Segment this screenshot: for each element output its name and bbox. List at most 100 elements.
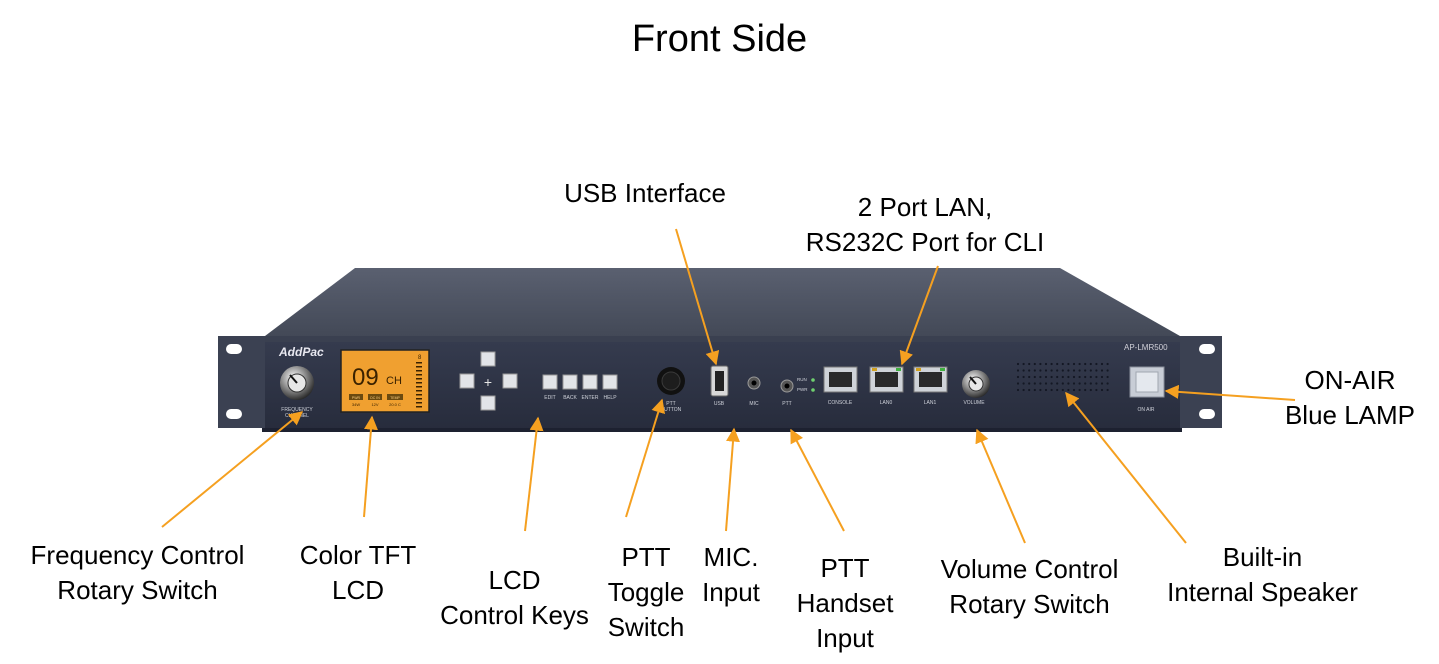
grille-hole	[1016, 382, 1020, 385]
ptt-toggle-button[interactable]	[657, 367, 685, 395]
grille-hole	[1022, 362, 1025, 366]
grille-hole	[1028, 362, 1031, 366]
grille-hole	[1056, 375, 1059, 379]
grille-hole	[1028, 375, 1031, 379]
arrow-mic	[725, 427, 740, 532]
grille-hole	[1100, 362, 1104, 366]
callout-keys-line2: Control Keys	[440, 600, 589, 630]
grille-hole	[1061, 388, 1064, 392]
callout-ptt-handset-line2: Handset	[796, 588, 894, 618]
grille-hole	[1100, 388, 1104, 392]
lcd-control-keys[interactable]	[542, 374, 618, 390]
grille-hole	[1033, 382, 1036, 385]
svg-text:+: +	[484, 374, 492, 390]
callout-volume-line1: Volume Control	[940, 554, 1119, 584]
key-back-label: BACK	[563, 395, 577, 401]
console-port[interactable]	[823, 366, 858, 393]
grille-hole	[1106, 382, 1109, 385]
callout-mic-line1: MIC.	[703, 542, 759, 572]
lcd-tag-pwr: PWR	[352, 396, 361, 400]
callout-speaker-line1: Built-in	[1222, 542, 1303, 572]
arrow-tft	[363, 415, 378, 518]
grille-hole	[1106, 388, 1109, 392]
grille-hole	[1044, 388, 1048, 392]
callout-lan-line1: 2 Port LAN,	[857, 192, 993, 222]
callout-ptt-toggle-line3: Switch	[607, 612, 685, 642]
grille-hole	[1016, 375, 1020, 379]
grille-hole	[1028, 382, 1031, 385]
arrow-frequency	[161, 411, 304, 528]
grille-hole	[1050, 369, 1053, 372]
grille-hole	[1089, 375, 1092, 379]
grille-hole	[1050, 375, 1053, 379]
grille-hole	[1050, 382, 1053, 385]
callout-usb: USB Interface	[545, 176, 745, 211]
frequency-knob-label: FREQUENCY	[281, 407, 313, 413]
ptt-handset-jack[interactable]	[780, 379, 794, 393]
grille-hole	[1072, 388, 1076, 392]
arrow-lan	[899, 265, 939, 366]
callout-ptt-toggle-line1: PTT	[621, 542, 671, 572]
rack-ear-left	[218, 336, 265, 428]
grille-hole	[1106, 375, 1109, 379]
lcd-direction-pad[interactable]: +	[459, 351, 518, 411]
lcd-top-digit: 8	[418, 355, 422, 361]
grille-hole	[1061, 369, 1064, 372]
grille-hole	[1044, 375, 1048, 379]
grille-hole	[1067, 382, 1070, 385]
grille-hole	[1100, 375, 1104, 379]
speaker-grille	[1016, 362, 1109, 392]
callout-ptt-handset: PTT Handset Input	[790, 551, 900, 656]
lan1-port[interactable]	[913, 366, 948, 393]
grille-hole	[1044, 362, 1048, 366]
grille-hole	[1039, 388, 1042, 392]
volume-knob[interactable]	[962, 370, 990, 398]
console-label: CONSOLE	[828, 400, 853, 406]
callout-lan: 2 Port LAN, RS232C Port for CLI	[780, 190, 1070, 260]
callout-keys: LCD Control Keys	[427, 563, 602, 633]
grille-hole	[1039, 362, 1042, 366]
led-run-indicator	[811, 378, 815, 382]
callout-mic-line2: Input	[702, 577, 760, 607]
frequency-knob[interactable]	[280, 366, 314, 400]
lcd-tag-dcin: DC IN	[370, 396, 380, 400]
lcd-value-pwr: 34W	[352, 402, 360, 407]
ptt-button-label-1: PTT	[666, 401, 675, 407]
arrow-keys	[524, 416, 544, 532]
grille-hole	[1078, 382, 1081, 385]
key-help-label: HELP	[603, 395, 617, 401]
callout-arrows	[161, 228, 1296, 544]
callout-usb-line1: USB Interface	[564, 178, 726, 208]
grille-hole	[1061, 382, 1064, 385]
callout-keys-line1: LCD	[488, 565, 541, 595]
grille-hole	[1084, 375, 1087, 379]
callout-tft-line1: Color TFT	[299, 540, 417, 570]
grille-hole	[1039, 382, 1042, 385]
callout-speaker-line2: Internal Speaker	[1167, 577, 1358, 607]
grille-hole	[1044, 382, 1048, 385]
callout-frequency-line1: Frequency Control	[30, 540, 245, 570]
lcd-channel-number: 09	[352, 364, 379, 391]
grille-hole	[1067, 362, 1070, 366]
arrow-ptt-handset	[790, 428, 845, 532]
grille-hole	[1022, 369, 1025, 372]
grille-hole	[1028, 388, 1031, 392]
grille-hole	[1089, 369, 1092, 372]
lan0-port[interactable]	[869, 366, 904, 393]
grille-hole	[1016, 388, 1020, 392]
grille-hole	[1022, 382, 1025, 385]
grille-hole	[1022, 375, 1025, 379]
usb-port[interactable]	[710, 365, 729, 397]
model-label: AP-LMR500	[1124, 343, 1168, 352]
ptt-button-label-2: BUTTON	[661, 407, 682, 413]
key-edit-label: EDIT	[544, 395, 555, 401]
grille-hole	[1072, 375, 1076, 379]
grille-hole	[1056, 388, 1059, 392]
grille-hole	[1084, 388, 1087, 392]
grille-hole	[1095, 375, 1098, 379]
grille-hole	[1106, 369, 1109, 372]
mic-input-jack[interactable]	[747, 376, 761, 390]
on-air-label: ON AIR	[1138, 407, 1155, 413]
grille-hole	[1056, 369, 1059, 372]
